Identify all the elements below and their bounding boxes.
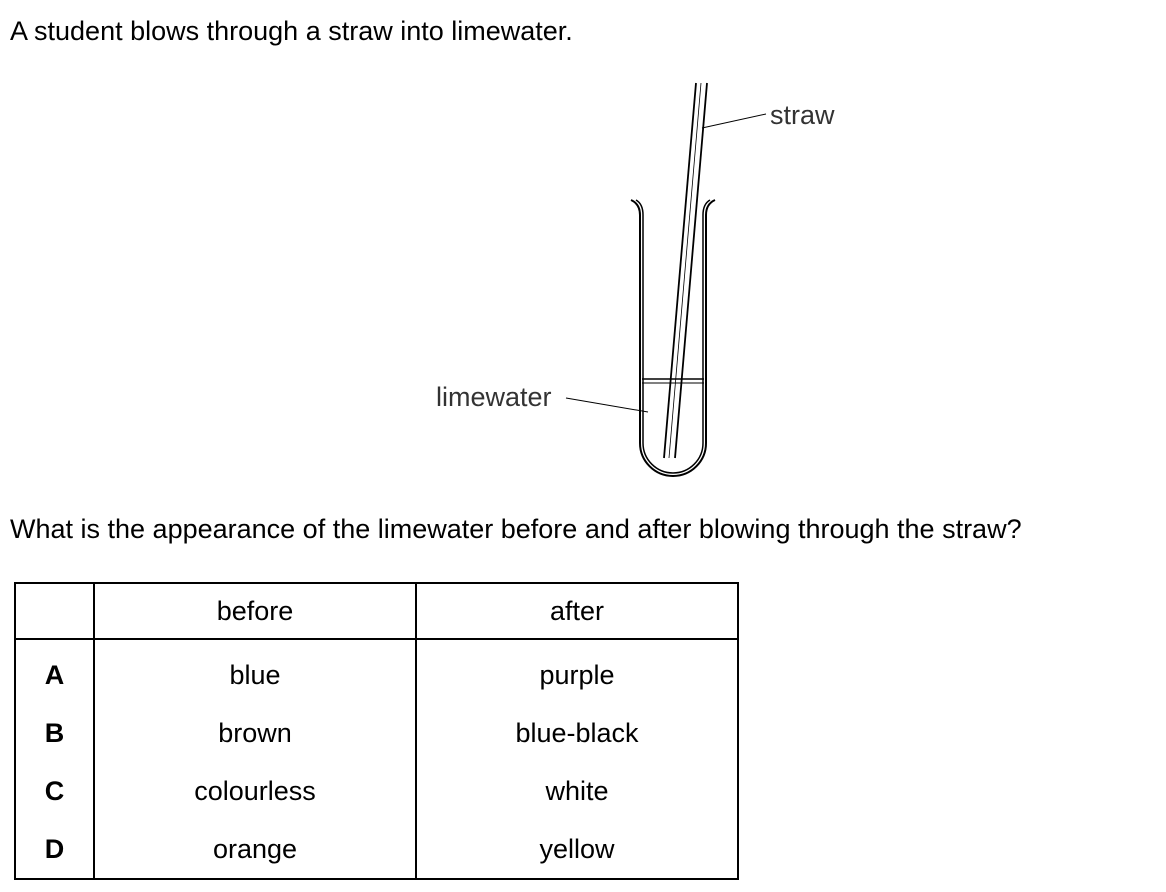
- table-header-row: before after: [14, 582, 739, 640]
- straw-inner-line: [668, 82, 702, 459]
- test-tube-inner: [635, 199, 711, 474]
- limewater-leader-line: [565, 397, 649, 413]
- option-row-d[interactable]: D orange yellow: [14, 820, 739, 880]
- option-after: blue-black: [415, 704, 739, 762]
- option-before: colourless: [93, 762, 417, 820]
- option-after: purple: [415, 639, 739, 704]
- straw-left-edge: [663, 82, 697, 459]
- header-key: [14, 582, 95, 640]
- test-tube-outer: [630, 199, 716, 477]
- option-after: white: [415, 762, 739, 820]
- option-key: D: [14, 820, 95, 880]
- header-after: after: [415, 582, 739, 640]
- option-after: yellow: [415, 820, 739, 880]
- answer-table: before after A blue purple B brown blue-…: [14, 582, 739, 880]
- option-before: orange: [93, 820, 417, 880]
- option-before: blue: [93, 639, 417, 704]
- intro-text: A student blows through a straw into lim…: [10, 16, 573, 46]
- limewater-label: limewater: [436, 382, 552, 412]
- option-row-b[interactable]: B brown blue-black: [14, 704, 739, 762]
- header-before: before: [93, 582, 417, 640]
- straw-label: straw: [770, 100, 835, 130]
- straw-leader-line: [701, 113, 767, 129]
- option-key: B: [14, 704, 95, 762]
- option-row-a[interactable]: A blue purple: [14, 639, 739, 704]
- test-tube-diagram: straw limewater: [436, 82, 835, 477]
- option-key: C: [14, 762, 95, 820]
- option-row-c[interactable]: C colourless white: [14, 762, 739, 820]
- straw-right-edge: [674, 82, 708, 459]
- option-before: brown: [93, 704, 417, 762]
- question-text: What is the appearance of the limewater …: [10, 514, 1022, 544]
- option-key: A: [14, 639, 95, 704]
